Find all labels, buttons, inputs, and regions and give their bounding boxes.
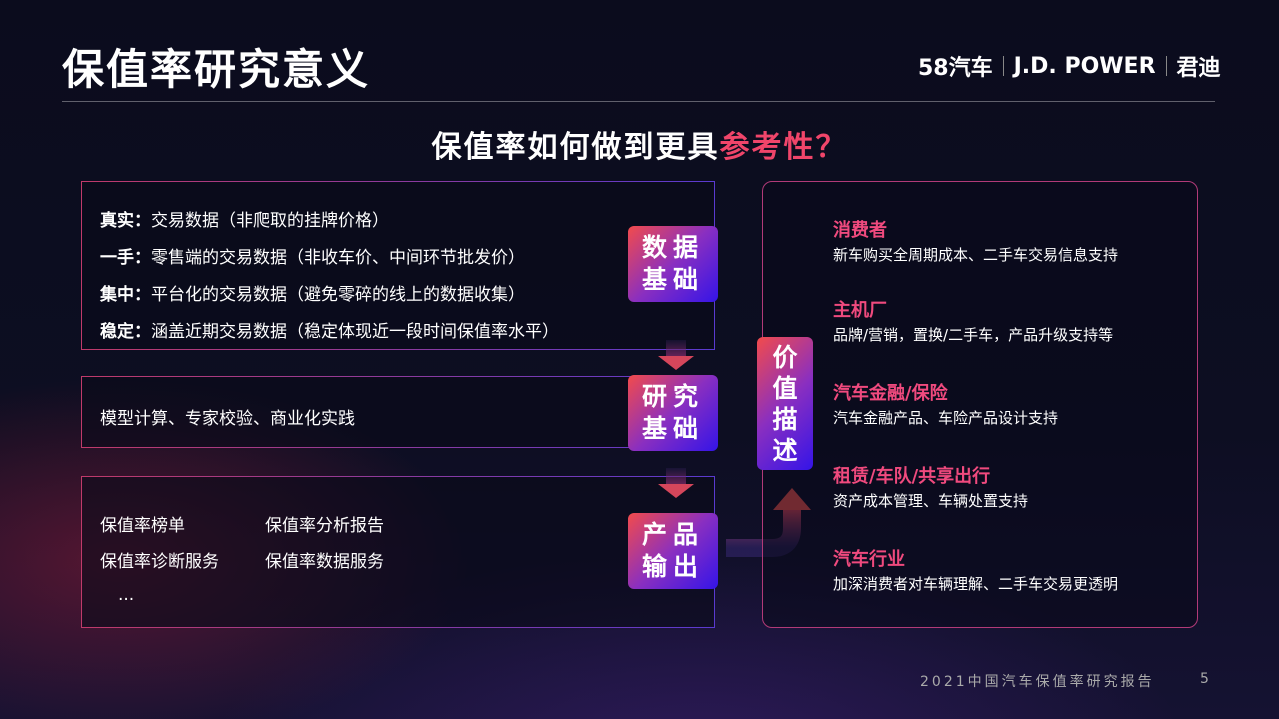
arrow-down-icon: [658, 484, 694, 498]
badge-product-output: 产品输出: [628, 513, 718, 589]
value-desc: 加深消费者对车辆理解、二手车交易更透明: [833, 575, 1119, 593]
product-item: 保值率数据服务: [265, 552, 384, 572]
arrow-down-icon: [666, 340, 686, 356]
title-divider: [62, 101, 1215, 102]
badge-value-description: 价值描述: [757, 337, 813, 470]
badge-research-foundation: 研究基础: [628, 375, 718, 451]
product-item: 保值率诊断服务: [100, 552, 219, 572]
logo-separator: [1002, 56, 1004, 76]
logo: 58汽车 J.D. POWER 君迪: [918, 50, 1221, 82]
value-desc: 新车购买全周期成本、二手车交易信息支持: [833, 246, 1119, 264]
product-output-box: 保值率榜单 保值率分析报告 保值率诊断服务 保值率数据服务 ...: [81, 476, 715, 628]
value-desc: 汽车金融产品、车险产品设计支持: [833, 409, 1059, 427]
value-desc: 品牌/营销，置换/二手车，产品升级支持等: [833, 326, 1114, 344]
value-title: 主机厂: [833, 300, 887, 321]
arrow-down-icon: [666, 468, 686, 484]
logo-jdpower: J.D. POWER: [1013, 53, 1156, 79]
value-title: 消费者: [833, 220, 887, 241]
data-row: 真实：交易数据（非爬取的挂牌价格）: [100, 211, 389, 231]
value-title: 汽车行业: [833, 549, 905, 570]
subtitle: 保值率如何做到更具参考性？: [0, 122, 1279, 166]
data-row: 稳定：涵盖近期交易数据（稳定体现近一段时间保值率水平）: [100, 322, 559, 342]
value-description-box: 消费者 新车购买全周期成本、二手车交易信息支持 主机厂 品牌/营销，置换/二手车…: [762, 181, 1198, 628]
research-text: 模型计算、专家校验、商业化实践: [100, 409, 355, 429]
page-title: 保值率研究意义: [62, 45, 371, 94]
data-row: 集中：平台化的交易数据（避免零碎的线上的数据收集）: [100, 285, 525, 305]
value-title: 租赁/车队/共享出行: [833, 466, 991, 487]
badge-data-foundation: 数据基础: [628, 226, 718, 302]
arrow-down-icon: [658, 356, 694, 370]
product-item: 保值率分析报告: [265, 516, 384, 536]
data-row: 一手：零售端的交易数据（非收车价、中间环节批发价）: [100, 248, 525, 268]
data-foundation-box: 真实：交易数据（非爬取的挂牌价格） 一手：零售端的交易数据（非收车价、中间环节批…: [81, 181, 715, 350]
value-desc: 资产成本管理、车辆处置支持: [833, 492, 1029, 510]
logo-separator: [1165, 56, 1167, 76]
logo-jundi: 君迪: [1176, 56, 1221, 81]
product-item-more: ...: [118, 585, 135, 605]
research-foundation-box: 模型计算、专家校验、商业化实践: [81, 376, 715, 448]
logo-58: 58汽车: [918, 56, 993, 81]
product-item: 保值率榜单: [100, 516, 185, 536]
value-title: 汽车金融/保险: [833, 383, 948, 404]
page-number: 5: [1200, 671, 1209, 687]
subtitle-main: 保值率如何做到更具: [431, 130, 720, 165]
subtitle-highlight: 参考性？: [719, 130, 848, 165]
footer-report-name: 2021中国汽车保值率研究报告: [920, 674, 1155, 690]
